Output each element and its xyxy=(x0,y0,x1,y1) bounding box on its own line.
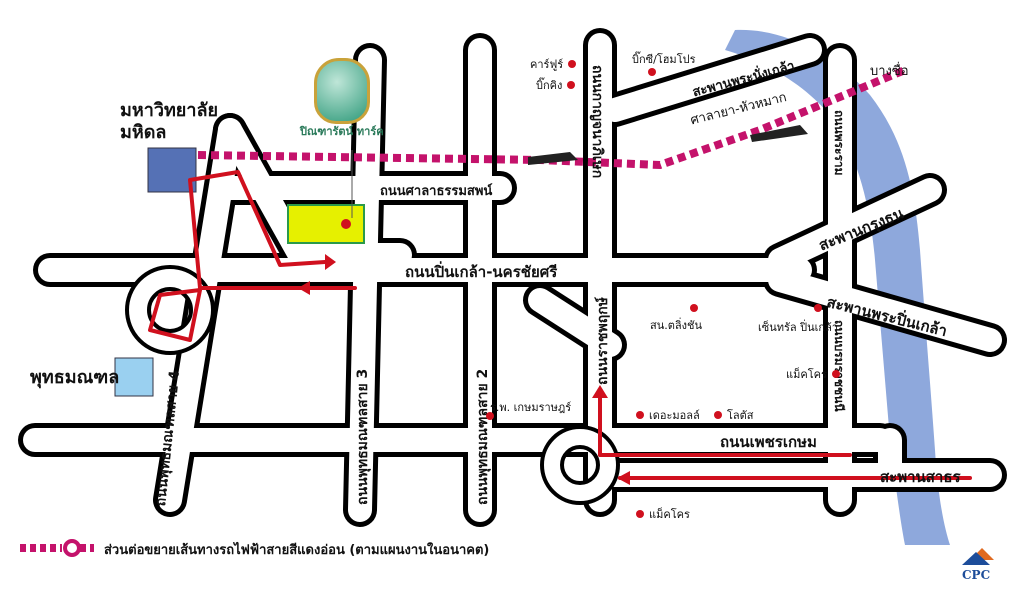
poi-dot xyxy=(636,510,644,518)
poi-makro-1: แม็คโคร xyxy=(786,365,840,383)
poi-dot xyxy=(567,81,576,89)
poi-big-king-label: บิ๊กคิง xyxy=(536,79,563,92)
rail-line xyxy=(197,66,907,170)
label-road-pinklao-nakhonchaisi: ถนนปิ่นเกล้า-นครชัยศรี xyxy=(405,263,558,281)
poi-central-pinklao: เซ็นทรัล ปิ่นเกล้า xyxy=(758,318,838,336)
poi-hospital-label: ร.พ. เกษมราษฎร์ xyxy=(490,401,572,414)
poi-taling-chan-label: สน.ตลิ่งชัน xyxy=(650,319,702,332)
brand-name: CPC xyxy=(962,568,991,582)
poi-the-mall: เดอะมอลล์ xyxy=(636,406,700,424)
poi-the-mall-label: เดอะมอลล์ xyxy=(649,409,700,422)
poi-dot xyxy=(636,411,644,419)
poi-big-king: บิ๊กคิง xyxy=(536,76,576,94)
river xyxy=(725,29,950,545)
project-site-dot xyxy=(341,219,351,229)
label-bang-sue: บางซื่อ xyxy=(870,64,909,79)
phutthamonthon-block xyxy=(114,357,154,397)
train-icon xyxy=(528,125,808,165)
project-logo-name: ปิณฑารัตน์ ทาร์ค xyxy=(300,125,384,138)
label-road-ratchaphruek: ถนนราชพฤกษ์ xyxy=(595,297,611,385)
route-arrows xyxy=(148,170,972,480)
label-road-phra-ram: ถนนพระราม xyxy=(832,110,846,176)
poi-bigc-homepro-label: บิ๊กซี/โฮมโปร xyxy=(632,53,696,66)
poi-dot xyxy=(486,412,494,420)
label-bridge-sathorn: สะพานสาธร xyxy=(880,468,961,486)
poi-lotus: โลตัส xyxy=(714,406,754,424)
brand-logo-icon xyxy=(962,548,994,565)
project-logo-emblem-icon xyxy=(314,58,370,124)
label-road-kanchanaphisek: ถนนกาญจนาภิเษก xyxy=(589,65,605,179)
poi-makro-2-label: แม็คโคร xyxy=(649,508,690,521)
poi-makro-2: แม็คโคร xyxy=(636,505,690,523)
route-arrowheads xyxy=(298,254,630,485)
legend-symbol xyxy=(20,539,94,557)
label-road-phetkasem: ถนนเพชรเกษม xyxy=(720,433,817,451)
poi-central-pinklao-label: เซ็นทรัล ปิ่นเกล้า xyxy=(758,321,838,334)
poi-dot xyxy=(648,68,656,76)
poi-makro-1-label: แม็คโคร xyxy=(786,368,827,381)
poi-lotus-label: โลตัส xyxy=(727,409,754,422)
legend-text: ส่วนต่อขยายเส้นทางรถไฟฟ้าสายสีแดงอ่อน (ต… xyxy=(104,543,490,558)
roads xyxy=(18,28,1007,527)
label-mahidol: มหาวิทยาลัยมหิดล xyxy=(120,100,219,143)
poi-bigc-homepro: บิ๊กซี/โฮมโปร xyxy=(632,50,696,68)
project-site xyxy=(287,204,365,244)
label-road-phutthamonthon-3: ถนนพุทธมณฑลสาย 3 xyxy=(355,368,371,505)
label-road-sala-thammasop: ถนนศาลาธรรมสพน์ xyxy=(380,184,493,199)
mahidol-block xyxy=(147,147,197,193)
poi-dot xyxy=(690,304,698,312)
poi-dot xyxy=(568,60,577,68)
poi-dot xyxy=(714,411,722,419)
label-phutthamonthon: พุทธมณฑล xyxy=(30,367,120,388)
poi-hospital: ร.พ. เกษมราษฎร์ xyxy=(490,398,571,416)
poi-carrefour: คาร์ฟูร์ xyxy=(530,55,577,73)
poi-taling-chan: สน.ตลิ่งชัน xyxy=(650,316,702,334)
poi-dot xyxy=(814,304,822,312)
poi-dot xyxy=(831,370,840,378)
poi-carrefour-label: คาร์ฟูร์ xyxy=(530,58,564,71)
project-logo: ปิณฑารัตน์ ทาร์ค xyxy=(300,58,384,142)
label-road-phutthamonthon-2: ถนนพุทธมณฑลสาย 2 xyxy=(475,368,491,505)
